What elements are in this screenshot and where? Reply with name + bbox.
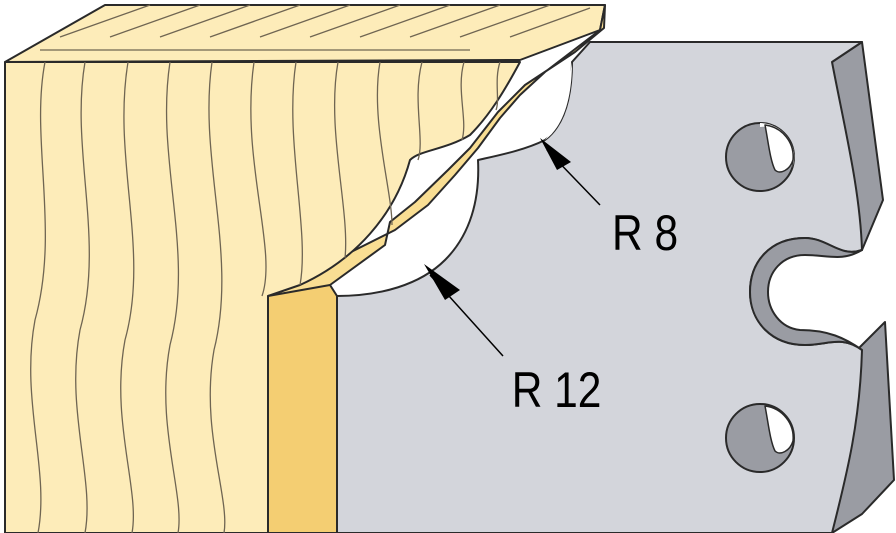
leader-arrow-r12-icon [424, 264, 460, 300]
knife-slot [749, 237, 863, 351]
label-r12: R 12 [512, 362, 602, 418]
callout-r12: R 12 [424, 264, 601, 418]
knife-notch-r8-shadow [545, 62, 572, 140]
wood-front-face [4, 61, 521, 533]
callout-r8: R 8 [540, 138, 678, 261]
steel-cutter-knife [336, 41, 895, 533]
mounting-hole-top [725, 122, 795, 192]
leader-arrow-r8-icon [540, 138, 571, 170]
mounting-hole-bottom [725, 403, 795, 473]
wood-grain [30, 4, 591, 533]
wood-lower-step [267, 284, 338, 533]
wood-top-face [4, 4, 606, 63]
label-r8: R 8 [612, 205, 678, 261]
wood-profile [4, 4, 606, 533]
